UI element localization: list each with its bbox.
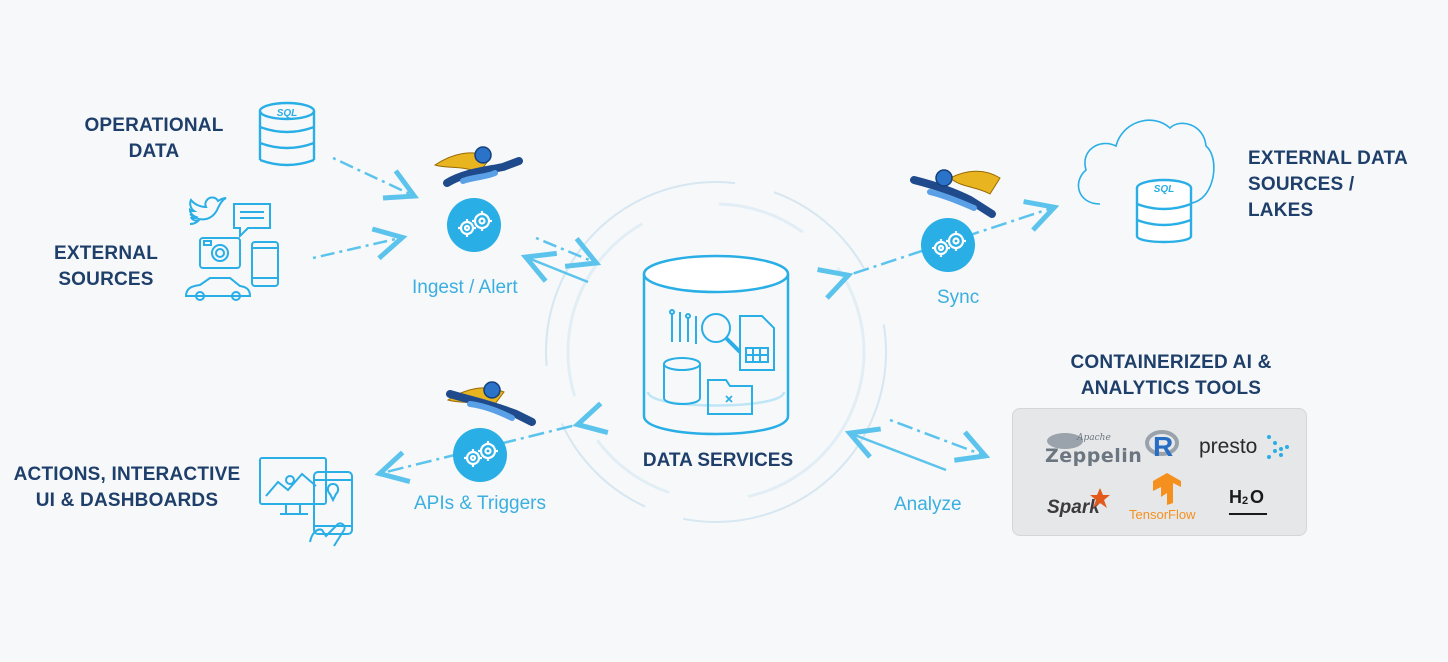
lakes-sql-badge: SQL bbox=[1154, 184, 1175, 195]
external-lakes-line1: EXTERNAL DATA bbox=[1248, 148, 1408, 169]
mascot-icon bbox=[433, 143, 525, 195]
arrow-operational-to-ingest bbox=[332, 156, 412, 195]
r-logo: R bbox=[1145, 427, 1181, 463]
car-icon bbox=[184, 277, 252, 297]
search-icon bbox=[701, 313, 731, 343]
operational-data-line1: OPERATIONAL bbox=[84, 115, 224, 136]
external-lakes-line2: SOURCES / bbox=[1248, 174, 1355, 195]
external-sources-line1: EXTERNAL bbox=[54, 243, 158, 264]
r-text: R bbox=[1153, 431, 1174, 462]
zeppelin-text: Zeppelin bbox=[1045, 445, 1143, 467]
folder-icon bbox=[707, 379, 753, 415]
arrow-tools-to-center bbox=[852, 434, 947, 472]
sql-badge: SQL bbox=[277, 108, 298, 119]
tensorflow-text: TensorFlow bbox=[1129, 507, 1196, 522]
data-services-label: DATA SERVICES bbox=[642, 450, 794, 471]
external-lakes-heading: EXTERNAL DATA SOURCES / LAKES bbox=[1248, 146, 1408, 224]
h2o-2: 2 bbox=[1242, 495, 1249, 507]
tools-panel: Apache Zeppelin R presto Spark TensorFlo… bbox=[1012, 408, 1307, 536]
mascot-icon bbox=[446, 378, 538, 430]
tools-title-line1: CONTAINERIZED AI & bbox=[1070, 352, 1272, 373]
center-ring-inner bbox=[566, 202, 866, 502]
actions-heading: ACTIONS, INTERACTIVE UI & DASHBOARDS bbox=[4, 462, 250, 514]
actions-line2: UI & DASHBOARDS bbox=[35, 490, 219, 511]
zeppelin-logo: Apache Zeppelin bbox=[1045, 429, 1142, 469]
actions-line1: ACTIONS, INTERACTIVE bbox=[13, 464, 241, 485]
tools-heading: CONTAINERIZED AI & ANALYTICS TOOLS bbox=[1040, 350, 1302, 402]
cloud-icon: SQL bbox=[1070, 110, 1218, 250]
chat-icon bbox=[233, 203, 271, 239]
arrow-ingest-to-center bbox=[535, 236, 594, 262]
external-sources-icons bbox=[182, 192, 292, 304]
tensorflow-logo: TensorFlow bbox=[1129, 473, 1205, 529]
camera-icon bbox=[199, 237, 241, 269]
operational-data-line2: DATA bbox=[128, 141, 180, 162]
sync-gears-icon bbox=[921, 218, 975, 272]
apis-triggers-label: APIs & Triggers bbox=[414, 493, 546, 514]
data-services-cylinder bbox=[636, 252, 796, 442]
dashboard-icon bbox=[256, 454, 360, 548]
spreadsheet-icon bbox=[739, 315, 775, 371]
external-sources-heading: EXTERNAL SOURCES bbox=[40, 241, 172, 293]
twitter-icon bbox=[188, 196, 227, 225]
apis-gears-icon bbox=[453, 428, 507, 482]
mascot-icon bbox=[910, 164, 1002, 220]
sync-label: Sync bbox=[937, 287, 980, 308]
arrow-center-to-ingest bbox=[528, 258, 589, 284]
arrow-center-to-tools bbox=[889, 418, 983, 455]
presto-logo: presto bbox=[1199, 435, 1299, 465]
spark-logo: Spark bbox=[1047, 488, 1117, 523]
h2o-underline bbox=[1229, 513, 1267, 515]
analyze-label: Analyze bbox=[894, 494, 962, 515]
external-sources-line2: SOURCES bbox=[58, 269, 154, 290]
arrow-external-to-ingest bbox=[312, 238, 400, 258]
database-icon: SQL bbox=[254, 100, 320, 172]
external-lakes-line3: LAKES bbox=[1248, 200, 1314, 221]
ingest-alert-label: Ingest / Alert bbox=[412, 277, 518, 298]
phone-icon bbox=[251, 241, 279, 287]
zeppelin-apache-text: Apache bbox=[1077, 433, 1111, 443]
presto-text: presto bbox=[1199, 435, 1258, 458]
ingest-gears-icon bbox=[447, 198, 501, 252]
h2o-h: H bbox=[1229, 487, 1242, 507]
tools-title-line2: ANALYTICS TOOLS bbox=[1080, 378, 1262, 399]
spark-text: Spark bbox=[1047, 497, 1100, 518]
h2o-logo: H 2 O bbox=[1229, 487, 1269, 521]
operational-data-heading: OPERATIONAL DATA bbox=[70, 113, 238, 165]
center-ring-outer bbox=[545, 181, 887, 523]
h2o-o: O bbox=[1250, 487, 1265, 507]
